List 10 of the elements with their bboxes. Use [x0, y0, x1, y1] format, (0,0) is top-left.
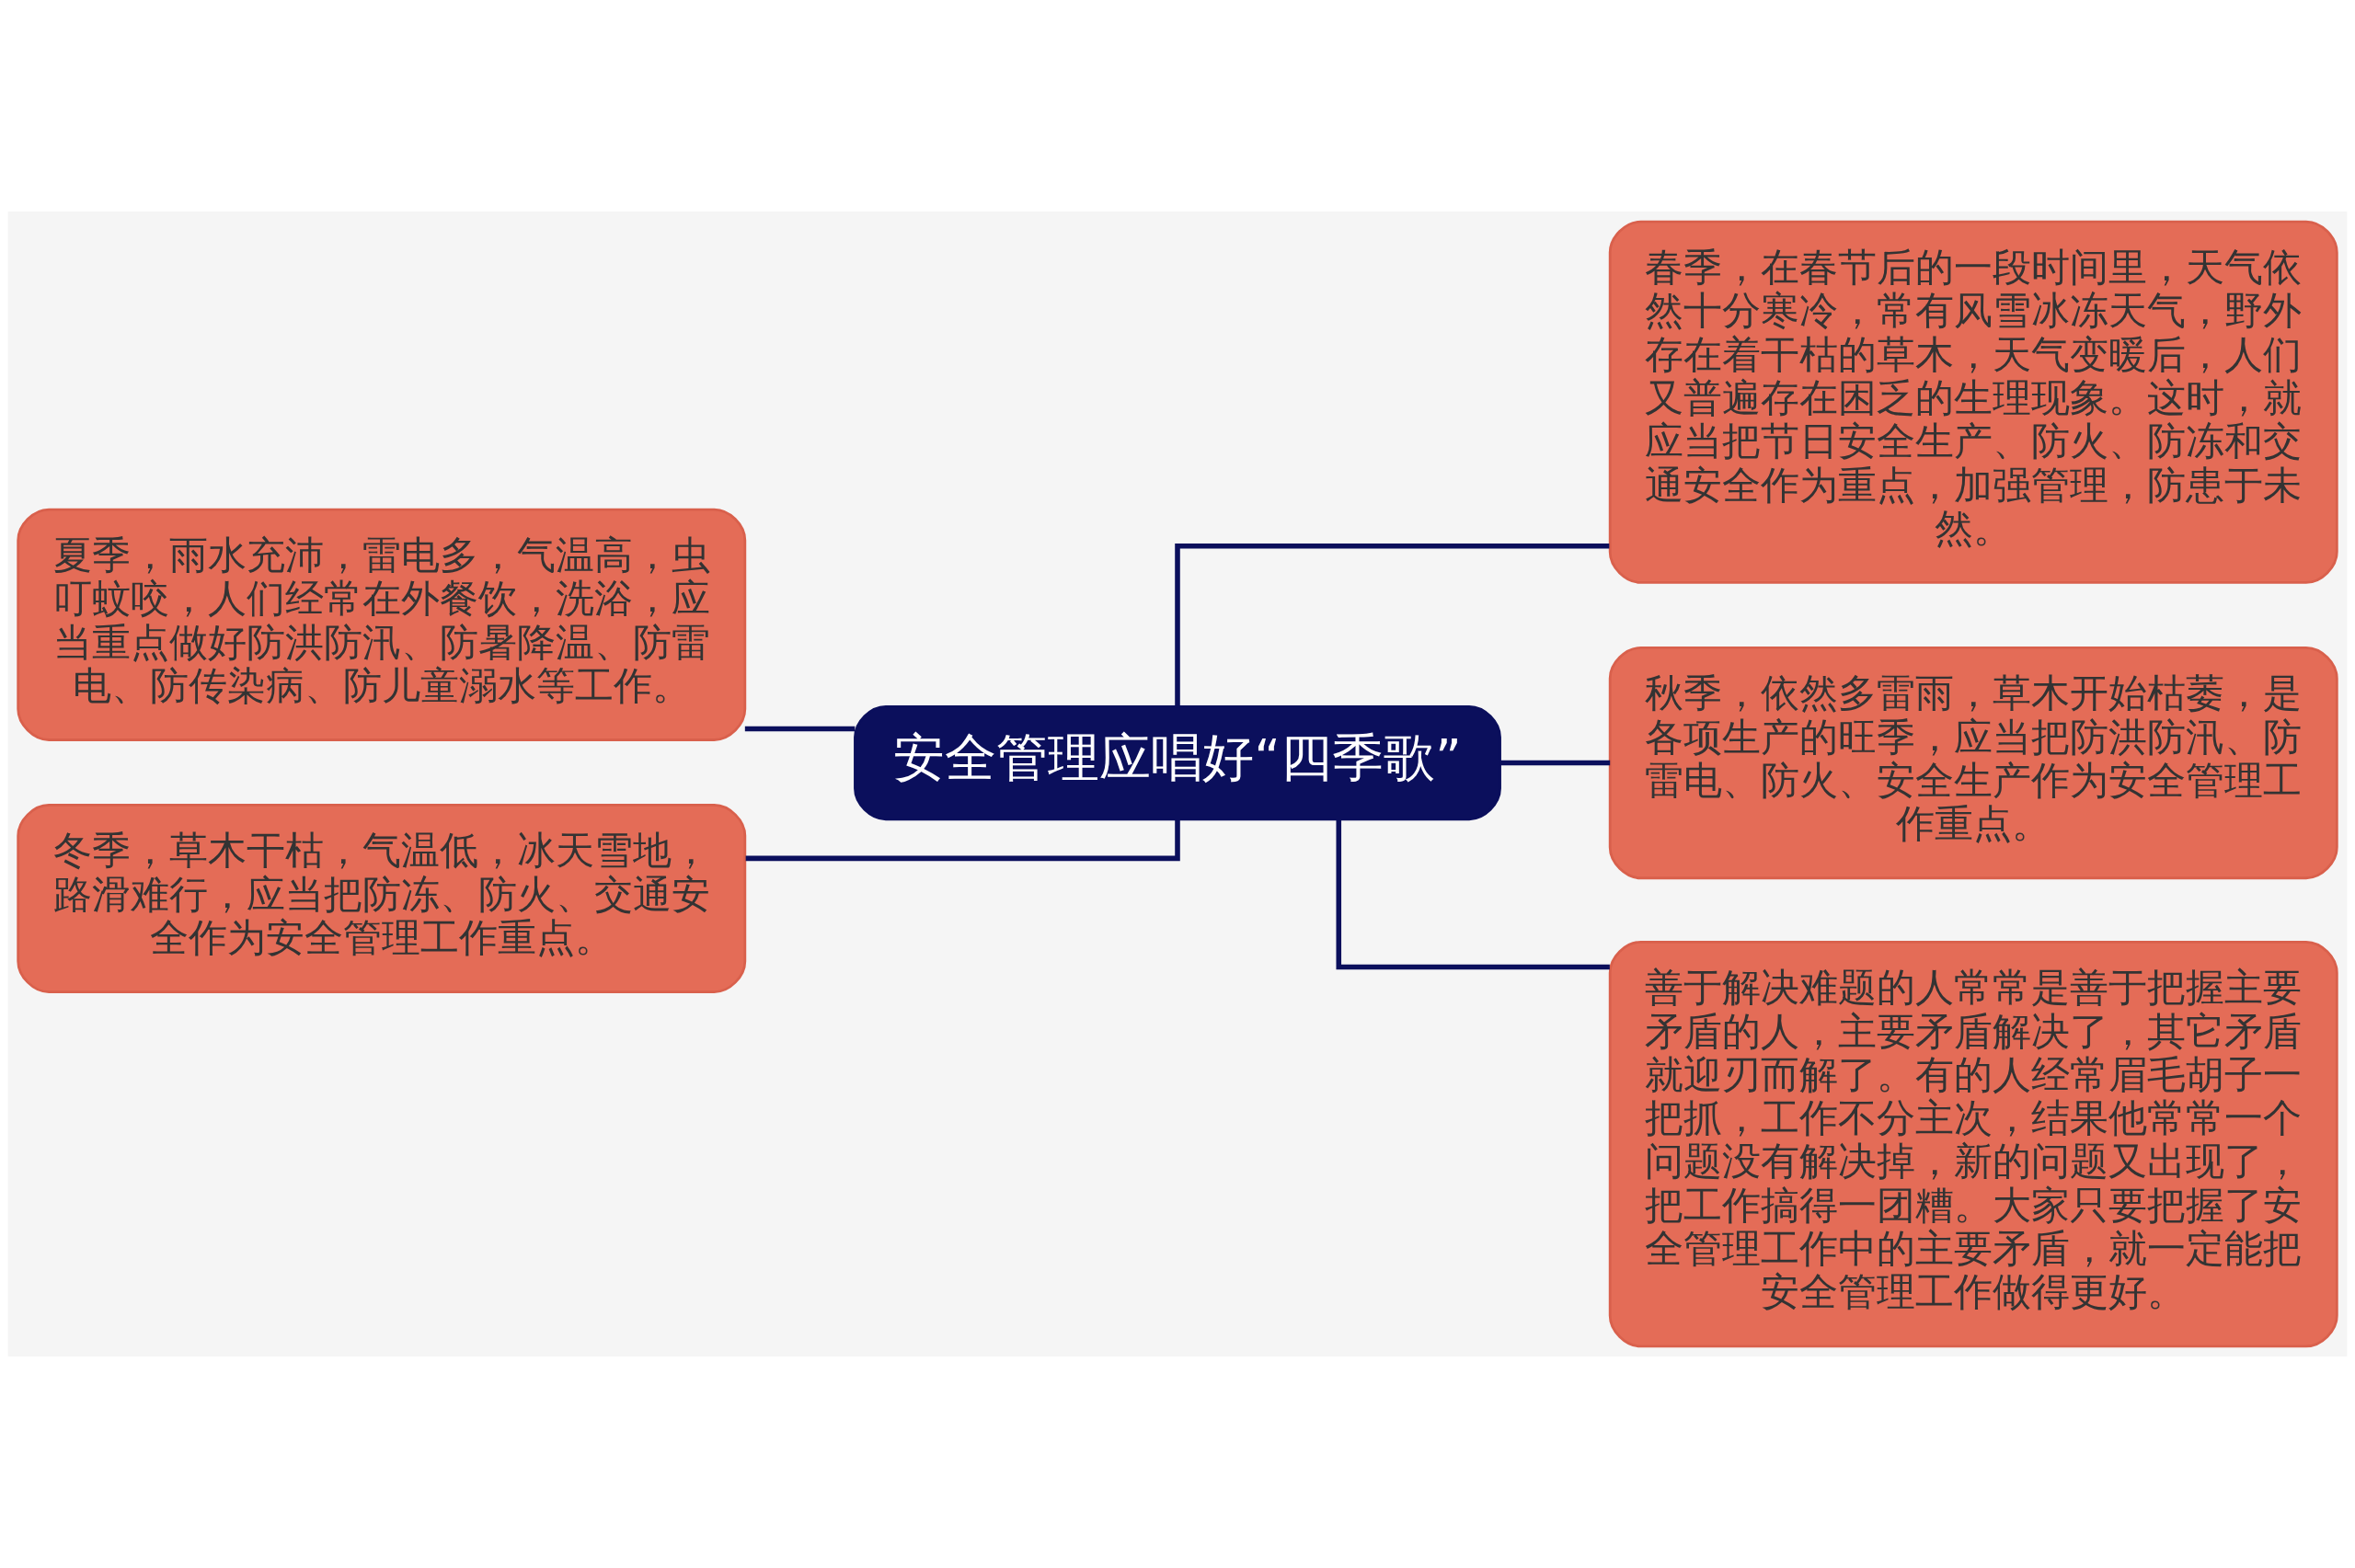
node-box: 秋季，依然多雷雨，草木开始枯萎，是各项生产的旺季，应当把防洪防汛、防雷电、防火、安全生产作为安全管理工作重点。	[1608, 646, 2338, 880]
node-box: 春季，在春节后的一段时间里，天气依然十分寒冷，常有风雪冰冻天气，野外存在着干枯的草木，天气变暖后，人们又普遍存在困乏的生理现象。这时，就应当把节日安全生产、防火、防冻和交通安全作为重点，加强管理，防患于未然。	[1608, 220, 2338, 584]
connector	[1175, 544, 1610, 706]
node-box: 善于解决难题的人常常是善于把握主要矛盾的人，主要矛盾解决了，其它矛盾就迎刃而解了。有的人经常眉毛胡子一把抓，工作不分主次，结果他常常一个问题没有解决掉，新的问题又出现了，把工作搞得一团糟。大家只要把握了安全管理工作中的主要矛盾，就一定能把安全管理工作做得更好。	[1608, 940, 2338, 1348]
node-box: 夏季，雨水充沛，雷电多，气温高，虫叮蚊咬，人们经常在外餐饮，洗浴，应当重点做好防洪防汛、防暑降温、防雷电、防传染病、防儿童溺水等工作。	[17, 508, 747, 741]
connector	[1499, 760, 1611, 766]
connector	[744, 726, 856, 732]
connector	[1336, 819, 1610, 970]
node-box: 冬季，草木干枯，气温低，冰天雪地，路滑难行，应当把防冻、防火、交通安全作为安全管理工作重点。	[17, 804, 747, 993]
node-box: 安全管理应唱好“四季歌”	[854, 704, 1501, 821]
